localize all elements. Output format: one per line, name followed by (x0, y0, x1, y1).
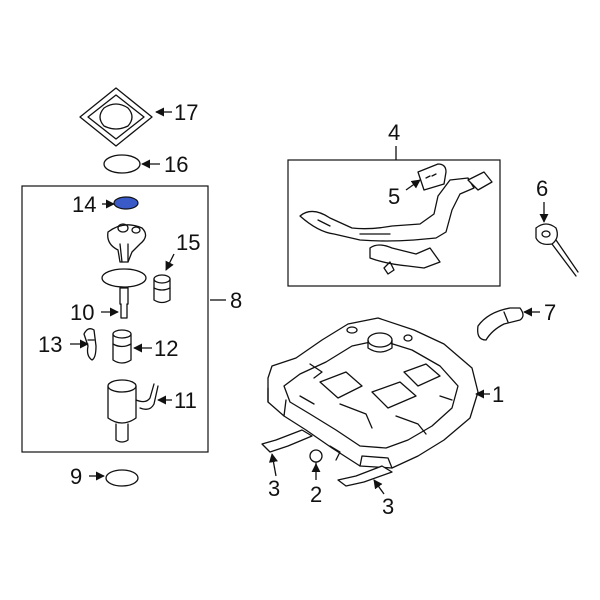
part-9-o-ring (105, 469, 139, 487)
part-14-seal-highlighted (113, 196, 139, 210)
group-box-8 (21, 185, 209, 453)
callout-16: 16 (164, 152, 188, 177)
group-box-4 (287, 159, 501, 287)
part-16-o-ring (103, 154, 141, 174)
part-15-filter (153, 274, 171, 304)
callout-9: 9 (70, 464, 82, 489)
part-7-hose (477, 307, 524, 341)
callout-5: 5 (388, 184, 400, 209)
callout-12: 12 (154, 336, 178, 361)
callout-7: 7 (544, 300, 556, 325)
part-pump-cover-flange (107, 223, 147, 263)
part-1-fuel-tank (267, 317, 479, 469)
part-6-fuel-sender (535, 223, 579, 277)
callout-6: 6 (536, 176, 548, 201)
callout-2: 2 (310, 482, 322, 507)
callout-8: 8 (230, 288, 242, 313)
callout-15: 15 (176, 230, 200, 255)
callout-11: 11 (174, 388, 197, 413)
callout-13: 13 (38, 332, 62, 357)
callout-14: 14 (72, 192, 96, 217)
part-2-bolt (309, 449, 323, 469)
callout-17: 17 (174, 100, 198, 125)
part-4-hose-set (299, 171, 493, 275)
part-10-rod (119, 287, 129, 319)
callout-labels: 17 16 14 15 10 13 12 11 9 8 4 5 6 7 1 2 … (38, 100, 556, 519)
callout-4: 4 (388, 120, 400, 145)
callout-10: 10 (70, 300, 94, 325)
callout-3-right: 3 (382, 494, 394, 519)
part-pump-plate (101, 268, 147, 288)
part-13-bracket (83, 328, 97, 361)
callout-1: 1 (492, 382, 504, 407)
part-3-strap-left (261, 429, 313, 453)
part-17-gasket-plate (79, 87, 153, 147)
part-5-connector (417, 163, 447, 191)
part-11-pump-assembly (107, 379, 159, 443)
leader-lines (70, 107, 549, 495)
callout-3-left: 3 (268, 476, 280, 501)
part-12-pump-cylinder (112, 329, 132, 364)
part-3-strap-right (329, 445, 393, 487)
